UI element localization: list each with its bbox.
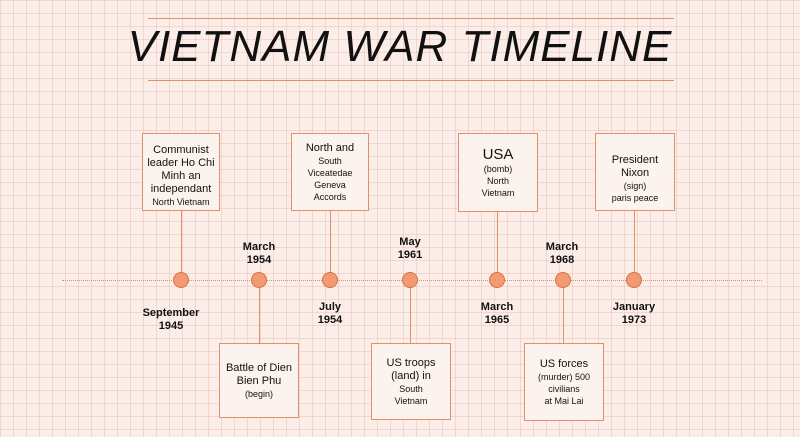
date-label-1954-july: July 1954 xyxy=(317,301,343,326)
timeline-dot-1965 xyxy=(489,272,505,288)
event-text-1954-july: North and xyxy=(305,142,355,154)
timeline-dot-1968 xyxy=(555,272,571,288)
page-title: VIETNAM WAR TIMELINE xyxy=(127,22,673,71)
connector-1954-july xyxy=(330,211,332,273)
event-text-1968: US forces xyxy=(539,357,589,370)
date-label-1961: May 1961 xyxy=(397,236,423,261)
event-subtext-1945: North Vietnam xyxy=(152,197,210,207)
date-label-1954-march: March 1954 xyxy=(242,241,276,266)
event-text-1945: Communist leader Ho Chi Minh an independ… xyxy=(147,144,215,195)
connector-1961 xyxy=(410,288,412,343)
event-subtext-1954-july: South Viceatedae Geneva Accords xyxy=(307,156,353,202)
event-text-1954-march: Battle of Dien Bien Phu xyxy=(225,361,293,387)
event-subtext-1954-march: (begin) xyxy=(244,388,273,399)
date-label-1968: March 1968 xyxy=(545,241,579,266)
timeline-dot-1954-march xyxy=(251,272,267,288)
event-text-1965: USA xyxy=(482,146,514,163)
title-rule-top xyxy=(148,18,674,19)
timeline-dot-1945 xyxy=(173,272,189,288)
date-label-1965: March 1965 xyxy=(480,301,514,326)
title-rule-bottom xyxy=(148,80,674,81)
event-box-1961: US troops (land) in South Vietnam xyxy=(371,343,451,420)
connector-1945 xyxy=(181,211,183,273)
event-text-1973: President Nixon xyxy=(611,154,659,179)
event-box-1945: Communist leader Ho Chi Minh an independ… xyxy=(142,133,220,211)
date-label-1945: September 1945 xyxy=(142,307,200,332)
connector-1954-march xyxy=(259,288,261,343)
event-box-1965: USA (bomb) North Vietnam xyxy=(458,133,538,212)
date-label-1973: January 1973 xyxy=(612,301,656,326)
connector-1968 xyxy=(563,288,565,343)
connector-1965 xyxy=(497,212,499,273)
connector-1973 xyxy=(634,211,636,273)
event-subtext-1965: (bomb) North Vietnam xyxy=(481,164,515,198)
event-text-1961: US troops (land) in xyxy=(386,356,436,382)
event-box-1954-march: Battle of Dien Bien Phu (begin) xyxy=(219,343,299,418)
timeline-dot-1973 xyxy=(626,272,642,288)
event-subtext-1968: (murder) 500 civilians at Mai Lai xyxy=(537,371,591,406)
event-box-1954-july: North and South Viceatedae Geneva Accord… xyxy=(291,133,369,211)
timeline-dot-1961 xyxy=(402,272,418,288)
event-subtext-1973: (sign) paris peace xyxy=(611,181,659,203)
event-subtext-1961: South Vietnam xyxy=(394,383,428,406)
event-box-1973: President Nixon (sign) paris peace xyxy=(595,133,675,211)
event-box-1968: US forces (murder) 500 civilians at Mai … xyxy=(524,343,604,421)
timeline-dot-1954-july xyxy=(322,272,338,288)
